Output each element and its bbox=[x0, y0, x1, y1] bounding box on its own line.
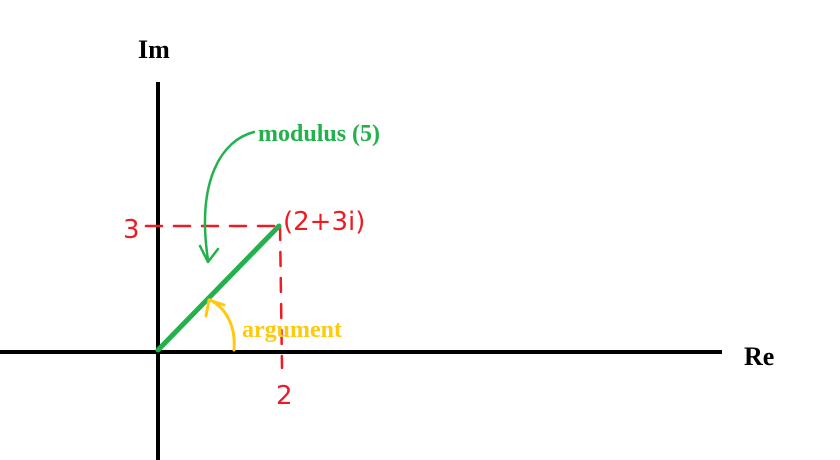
real-axis-label: Re bbox=[744, 342, 774, 371]
point-label: (2+3i) bbox=[283, 207, 365, 237]
real-tick-label: 2 bbox=[276, 381, 293, 411]
argument-label: argument bbox=[242, 317, 342, 343]
argument-arc bbox=[208, 298, 236, 352]
modulus-arrowhead bbox=[198, 244, 220, 264]
imaginary-tick-label: 3 bbox=[123, 215, 140, 245]
vertical-projection bbox=[278, 224, 284, 370]
modulus-label: modulus (5) bbox=[258, 121, 380, 147]
imaginary-axis-label: Im bbox=[138, 35, 170, 64]
argument-arrowhead bbox=[204, 298, 226, 318]
projection-lines bbox=[144, 224, 284, 370]
modulus-pointer-arrow bbox=[203, 130, 256, 262]
modulus-line bbox=[155, 223, 282, 353]
